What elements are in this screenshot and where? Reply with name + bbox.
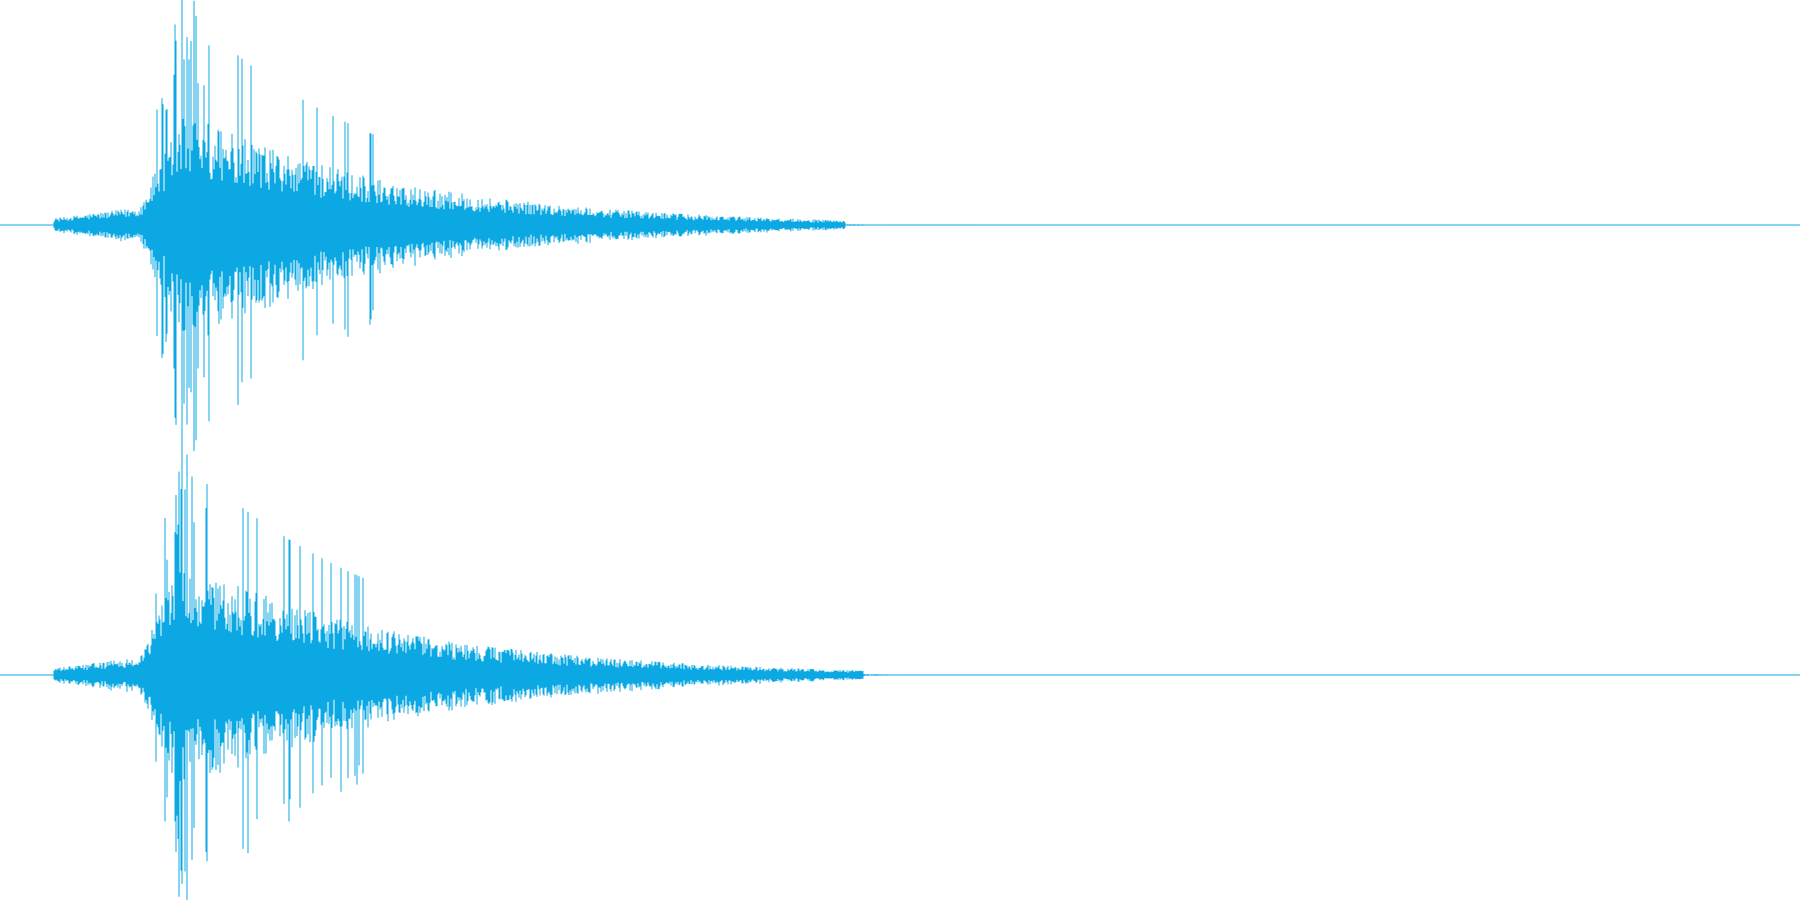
- waveform-amplitude-path: [53, 0, 1016, 463]
- waveform-amplitude-path: [53, 454, 1027, 900]
- channel-left-track: [0, 0, 1800, 463]
- channel-right-track: [0, 454, 1800, 900]
